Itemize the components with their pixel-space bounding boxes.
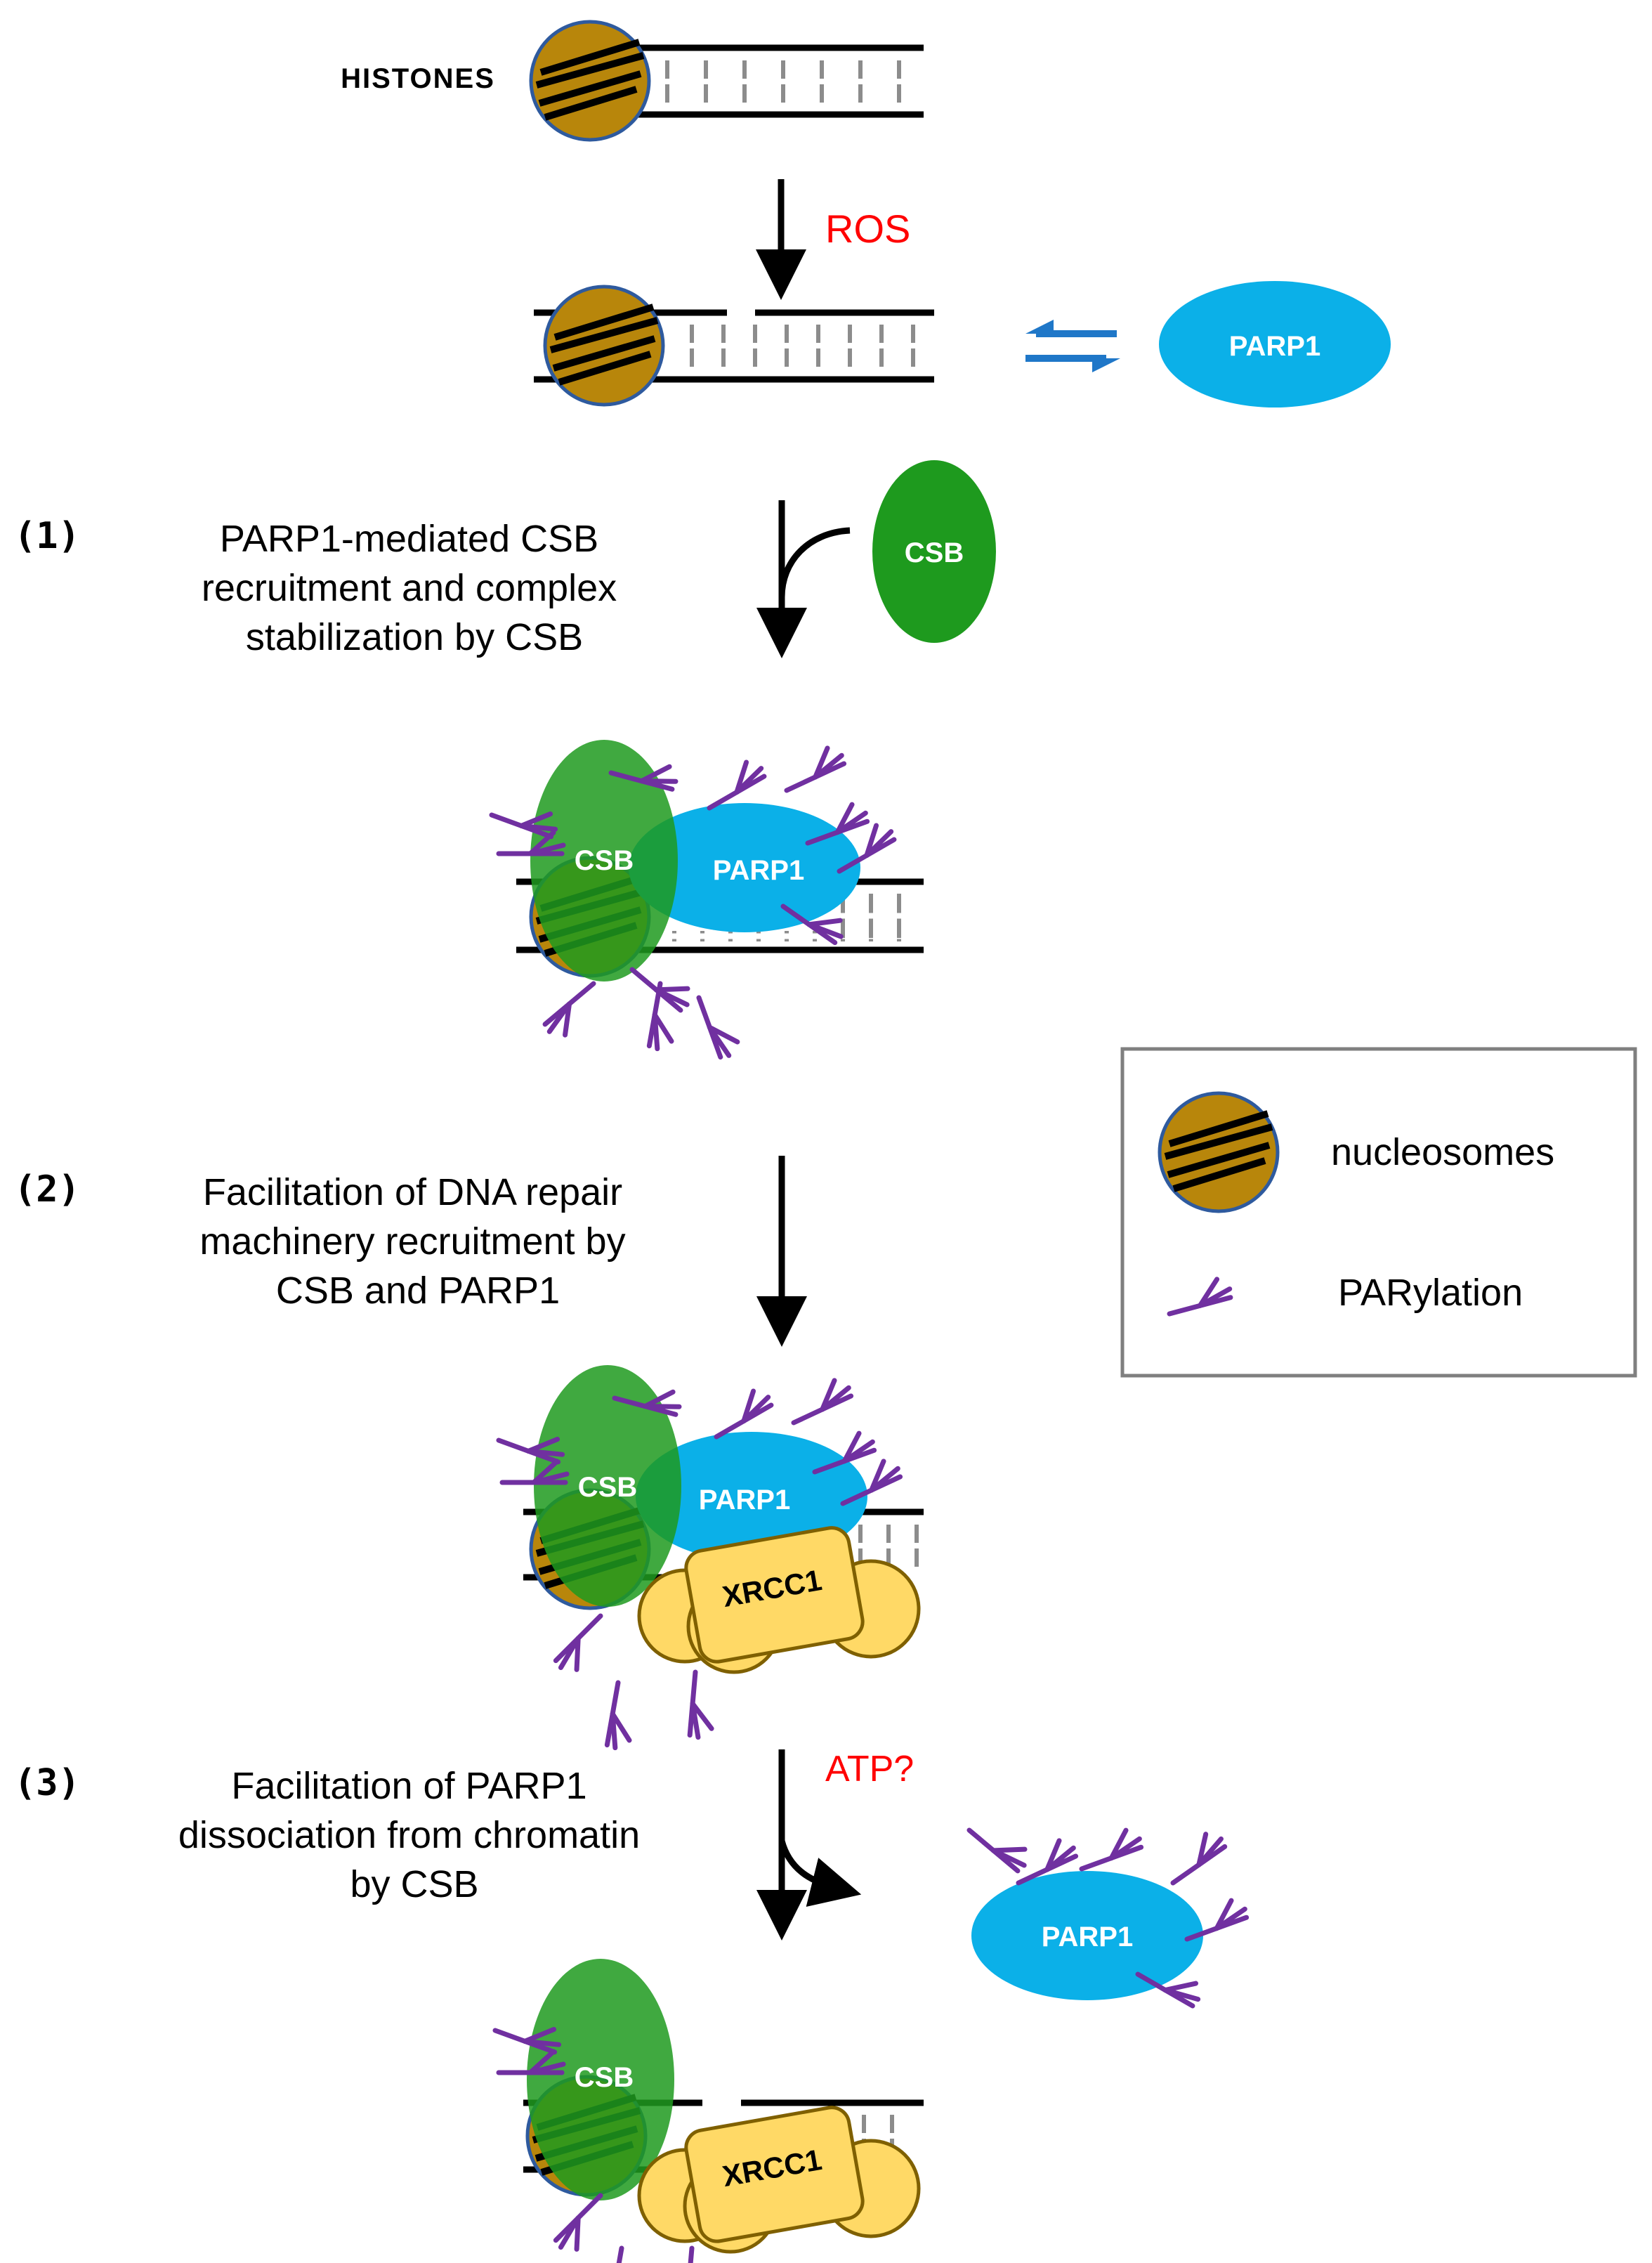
dna-base-pairs — [690, 325, 915, 367]
equilibrium-arrows — [1025, 320, 1120, 372]
histones-label: HISTONES — [341, 63, 495, 94]
parp1-label: PARP1 — [699, 1485, 790, 1515]
csb-joining-curve — [778, 527, 851, 598]
parp1-free — [1159, 281, 1391, 407]
intact-dna-group: HISTONES — [341, 22, 924, 140]
parp1-label: PARP1 — [1042, 1922, 1133, 1952]
step-2-description: Facilitation of DNA repair machinery rec… — [199, 1171, 636, 1312]
parp1-bound — [636, 1432, 867, 1561]
parp1-release-curve — [778, 1839, 862, 1907]
nucleosome-icon — [545, 287, 663, 405]
legend-nucleosomes: nucleosomes — [1331, 1131, 1554, 1173]
atp-label: ATP? — [825, 1749, 914, 1789]
legend: nucleosomes PARylation — [1120, 1047, 1637, 1378]
csb-label: CSB — [575, 2062, 634, 2093]
dna-base-pairs — [665, 60, 901, 103]
nucleosome-icon — [531, 22, 649, 140]
ros-label: ROS — [825, 207, 910, 251]
step-3-description: Facilitation of PARP1 dissociation from … — [178, 1765, 650, 1905]
nucleosome-icon — [1160, 1093, 1278, 1211]
csb-bound — [534, 1365, 681, 1607]
parp1-label: PARP1 — [1229, 331, 1320, 362]
released-parp1: PARP1 — [969, 1814, 1247, 2007]
csb-label: CSB — [575, 845, 634, 876]
parp1-label: PARP1 — [713, 855, 804, 886]
xrcc1-complex: XRCC1 — [637, 1526, 921, 1674]
step-2-number: (2) — [14, 1168, 80, 1211]
legend-parylation: PARylation — [1338, 1272, 1523, 1314]
csb-free — [872, 460, 996, 643]
csb-bound — [527, 1959, 674, 2200]
parp1-bound — [629, 803, 860, 932]
parp1-released — [971, 1871, 1203, 2000]
csb-label: CSB — [578, 1472, 637, 1503]
complex-3: CSB XRCC1 — [495, 1959, 924, 2263]
csb-label: CSB — [905, 537, 964, 568]
csb-bound — [530, 740, 678, 981]
step-3-number: (3) — [14, 1762, 80, 1804]
complex-2: PARP1 CSB XRCC1 — [499, 1365, 924, 1750]
step-1-number: (1) — [14, 515, 80, 557]
step-1-description: PARP1-mediated CSB recruitment and compl… — [202, 518, 627, 658]
xrcc1-complex: XRCC1 — [637, 2106, 921, 2254]
complex-1: PARP1 CSB — [492, 740, 924, 1058]
broken-dna-group — [534, 287, 934, 405]
